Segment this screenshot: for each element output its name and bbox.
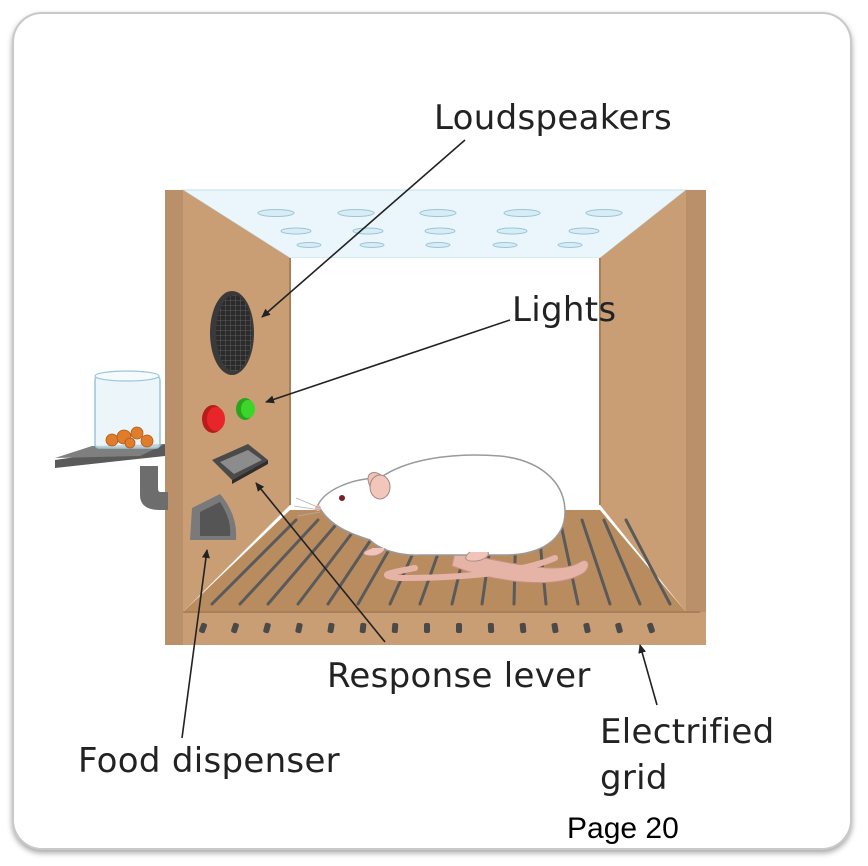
lever-icon <box>212 444 268 484</box>
loudspeaker-icon <box>210 291 254 375</box>
food-jar-icon <box>55 370 168 510</box>
food-dispenser-icon <box>190 494 237 540</box>
light-icon <box>202 398 255 433</box>
label-food-dispenser: Food dispenser <box>78 741 340 781</box>
label-arrows <box>181 139 658 739</box>
right-wall <box>599 190 706 645</box>
page-number: Page 20 <box>567 812 679 845</box>
label-response-lever: Response lever <box>327 656 591 696</box>
ceiling <box>181 189 688 259</box>
arrow-response-lever <box>255 482 386 643</box>
arrow-loudspeakers <box>261 139 466 318</box>
arrow-lights <box>265 319 511 404</box>
arrow-electrified-grid <box>638 644 658 706</box>
label-lights: Lights <box>512 290 617 330</box>
electrified-grid-floor <box>165 510 706 645</box>
rat-illustration <box>293 454 589 584</box>
arrow-food-dispenser <box>181 549 210 739</box>
label-electrified-grid-line2: grid <box>600 758 668 798</box>
label-loudspeakers: Loudspeakers <box>434 98 673 138</box>
label-electrified-grid-line1: Electrified <box>600 712 775 752</box>
